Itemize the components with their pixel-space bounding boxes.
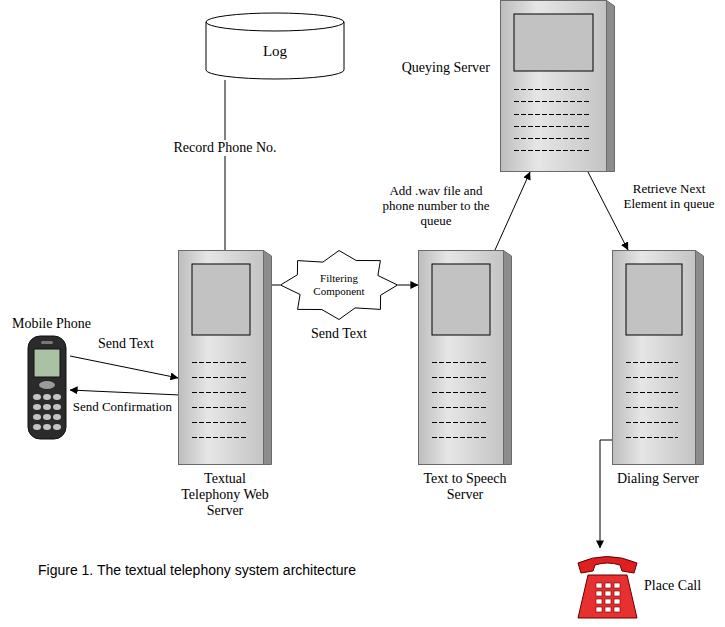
edge-label: Send Text [96, 336, 156, 352]
node-label: Dialing Server [603, 471, 713, 487]
mobile-phone-shape [24, 335, 70, 440]
connector-arrow [398, 285, 418, 286]
web-server: Textual Telephony Web Server [178, 250, 272, 465]
node-label: Filtering Component [298, 272, 381, 297]
dialing-server: Dialing Server [612, 250, 704, 465]
web-server-shape [178, 250, 272, 465]
queuing-server: Queying Server [500, 0, 615, 172]
telephone-shape [575, 548, 640, 620]
edge-label: Record Phone No. [171, 140, 278, 156]
connector-arrow [272, 285, 280, 286]
connector-arrow [225, 80, 226, 250]
node-label: Log [263, 43, 287, 60]
connector-arrow [70, 356, 178, 378]
filtering-component: Filtering Component [280, 250, 398, 320]
queuing-server-shape [500, 0, 615, 172]
connector-arrow [70, 390, 178, 395]
edge-label: Add .wav file and phone number to the qu… [378, 184, 494, 229]
telephone: Place Call [575, 548, 640, 620]
tts-server: Text to Speech Server [418, 250, 512, 465]
log-cylinder: Log [205, 12, 345, 80]
edge-label: Retrieve Next Element in queue [618, 182, 720, 212]
connector-arrow [495, 172, 530, 250]
connector-arrow [600, 440, 612, 548]
node-label: Mobile Phone [12, 316, 91, 332]
node-label: Queying Server [402, 60, 490, 76]
dialing-server-shape [612, 250, 704, 465]
edge-label: Send Text [309, 326, 369, 342]
node-label: Textual Telephony Web Server [175, 471, 275, 519]
node-text-area: Log [205, 12, 345, 80]
node-label: Place Call [644, 578, 701, 594]
node-text-area: Filtering Component [280, 250, 398, 320]
node-label: Text to Speech Server [410, 471, 520, 503]
mobile-phone: Mobile Phone [24, 335, 70, 440]
figure-caption: Figure 1. The textual telephony system a… [38, 562, 356, 578]
tts-server-shape [418, 250, 512, 465]
edge-label: Send Confirmation [71, 400, 174, 415]
